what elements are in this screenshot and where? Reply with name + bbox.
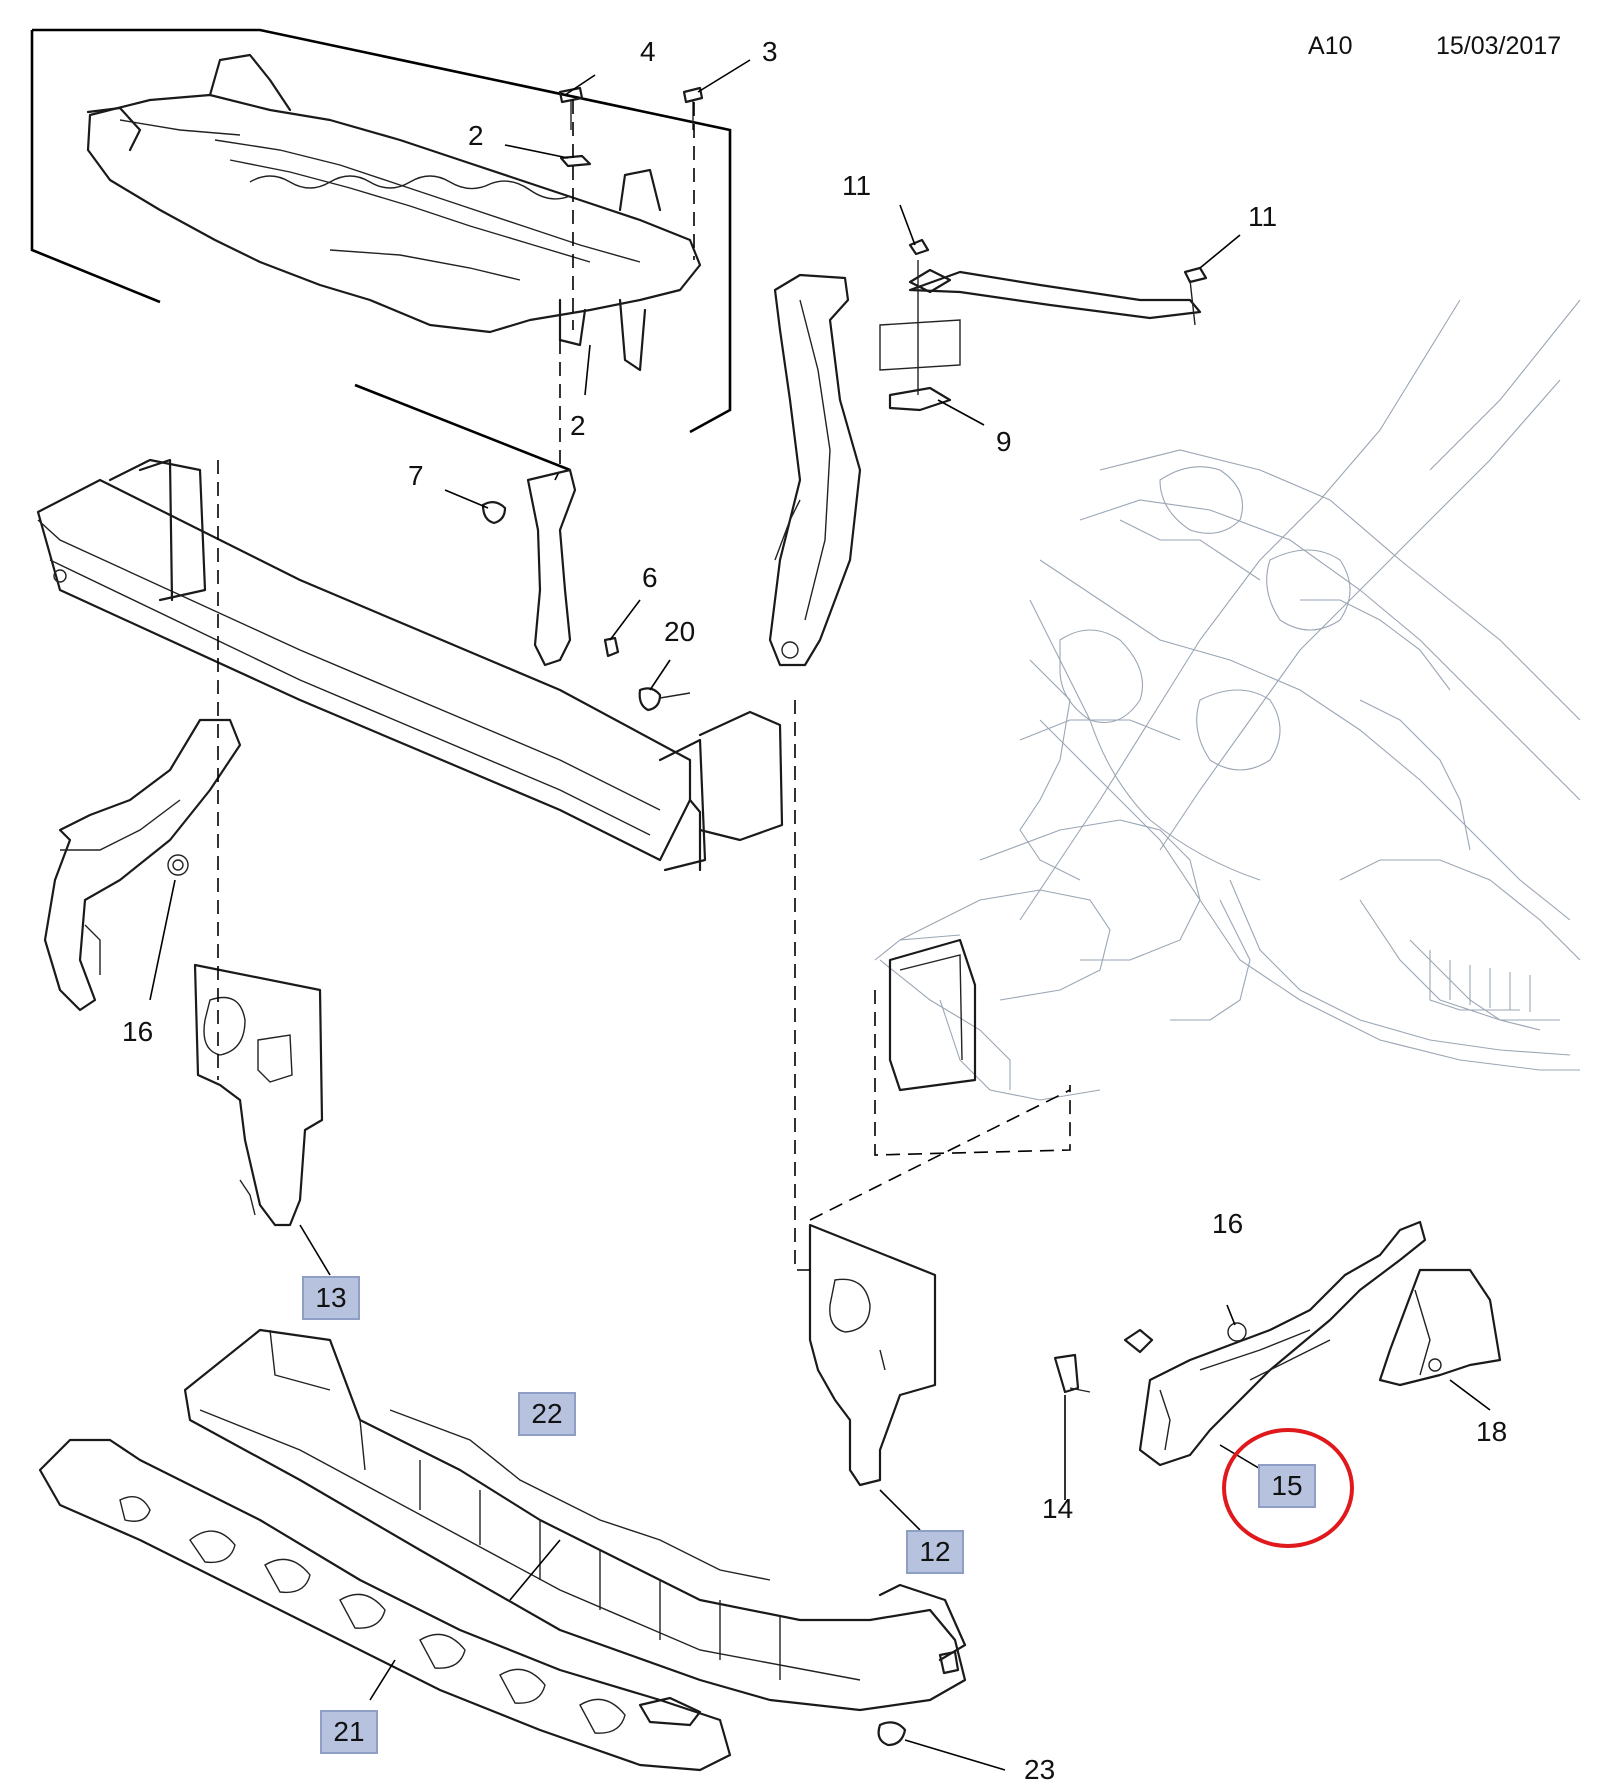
- red-highlight-circle: [1222, 1428, 1354, 1548]
- diagram-date: 15/03/2017: [1436, 32, 1562, 60]
- callout-16-left: 16: [122, 1016, 154, 1047]
- callout-18: 18: [1476, 1416, 1508, 1447]
- center-side-bracket: [768, 273, 862, 667]
- air-deflector-12: [794, 700, 1071, 1487]
- callout-3: 3: [762, 36, 778, 67]
- callout-6: 6: [642, 562, 658, 593]
- air-deflector-13: [193, 460, 324, 1227]
- callout-2: 2: [468, 120, 484, 151]
- vehicle-body-ghost: [879, 299, 1581, 1101]
- callout-13-highlight[interactable]: 13: [302, 1276, 360, 1320]
- dashed-reference-box: [874, 934, 1071, 1156]
- callout-9: 9: [996, 426, 1012, 457]
- callout-14: 14: [1042, 1493, 1074, 1524]
- lower-air-deflector-21: [38, 1438, 732, 1772]
- callout-23: 23: [1024, 1754, 1056, 1785]
- hood-latch-brace: [879, 238, 1208, 412]
- callout-11-left: 11: [842, 170, 872, 201]
- callout-21-highlight[interactable]: 21: [320, 1710, 378, 1754]
- radiator-support-assembly: [30, 28, 732, 472]
- energy-absorber-22: [183, 1328, 967, 1712]
- diagram-code: A10: [1308, 32, 1353, 60]
- callout-2-lower: 2: [570, 410, 586, 441]
- leader-lines: [149, 59, 1491, 1771]
- callout-4: 4: [640, 36, 656, 67]
- callout-11-right: 11: [1248, 201, 1278, 232]
- left-bracket-16: [43, 718, 242, 1012]
- callout-20: 20: [664, 616, 696, 647]
- callout-7: 7: [408, 460, 424, 491]
- small-fasteners: [481, 468, 1154, 1747]
- fasteners-top: [554, 86, 704, 481]
- callout-16-right: 16: [1212, 1208, 1244, 1239]
- callout-22-highlight[interactable]: 22: [518, 1392, 576, 1436]
- callout-12-highlight[interactable]: 12: [906, 1530, 964, 1574]
- right-bracket-assembly: [1053, 1220, 1502, 1467]
- bumper-impact-bar: [36, 458, 784, 872]
